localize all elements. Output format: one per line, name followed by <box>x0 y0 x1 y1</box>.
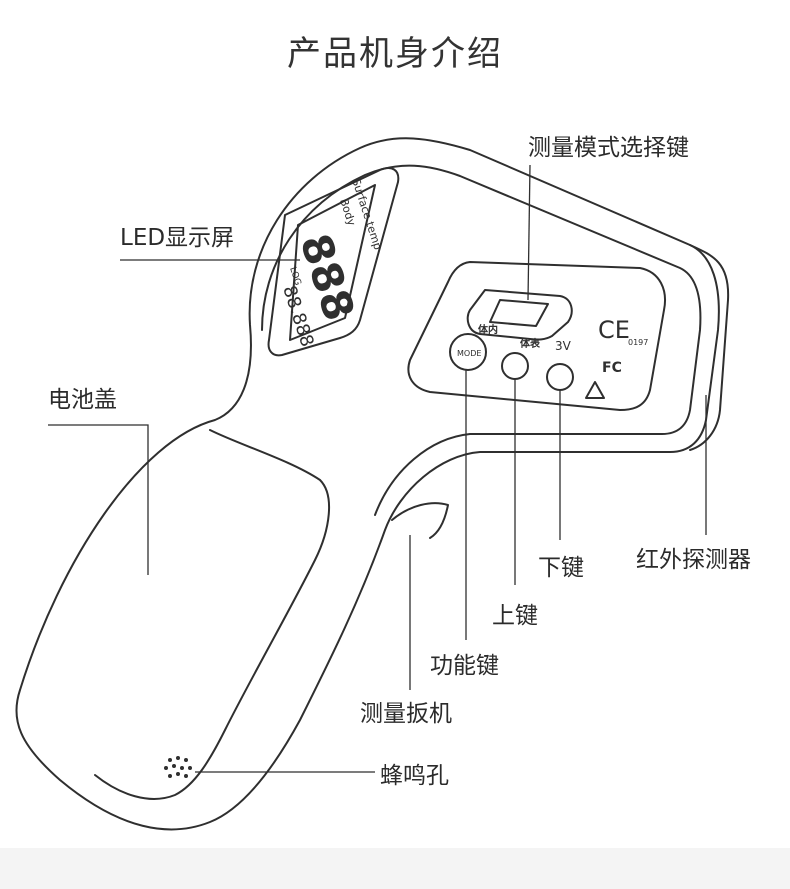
grip-panel <box>94 429 331 800</box>
lcd-body-text: Body <box>337 197 358 228</box>
voltage-text: 3V <box>555 339 572 353</box>
label-ir-sensor: 红外探测器 <box>636 547 751 573</box>
ce-mark: CE <box>598 316 630 344</box>
leader-battery <box>48 424 149 575</box>
bottom-band <box>0 848 790 889</box>
lcd-frame <box>267 167 400 357</box>
sensor-nose <box>689 244 730 451</box>
up-button <box>501 352 529 380</box>
down-button <box>546 363 574 391</box>
label-up-key: 上键 <box>492 603 538 629</box>
label-function-key: 功能键 <box>430 653 499 679</box>
mode-label-surface: 体表 <box>520 337 541 350</box>
label-mode-select: 测量模式选择键 <box>528 135 689 161</box>
fc-mark: FC <box>602 360 622 376</box>
body-outline <box>15 137 720 831</box>
leader-mode-select <box>527 164 531 301</box>
body-inner-rim <box>261 164 702 516</box>
warning-triangle <box>585 381 605 399</box>
page-title: 产品机身介绍 <box>287 34 503 74</box>
mode-selector-slot <box>489 299 549 327</box>
label-led-display: LED显示屏 <box>120 225 235 251</box>
mode-label-body: 体内 <box>478 323 498 336</box>
lcd-screen <box>289 184 376 341</box>
label-down-key: 下键 <box>538 555 584 581</box>
label-battery-cover: 电池盖 <box>48 387 117 413</box>
label-buzzer: 蜂鸣孔 <box>380 763 449 789</box>
mode-selector <box>466 289 573 341</box>
trigger-shape <box>391 502 449 539</box>
mode-button <box>449 333 487 371</box>
buzzer-holes <box>164 756 192 778</box>
control-panel <box>407 261 666 411</box>
label-trigger: 测量扳机 <box>360 701 452 727</box>
ce-number: 0197 <box>628 338 648 347</box>
mode-button-text: MODE <box>457 349 481 358</box>
